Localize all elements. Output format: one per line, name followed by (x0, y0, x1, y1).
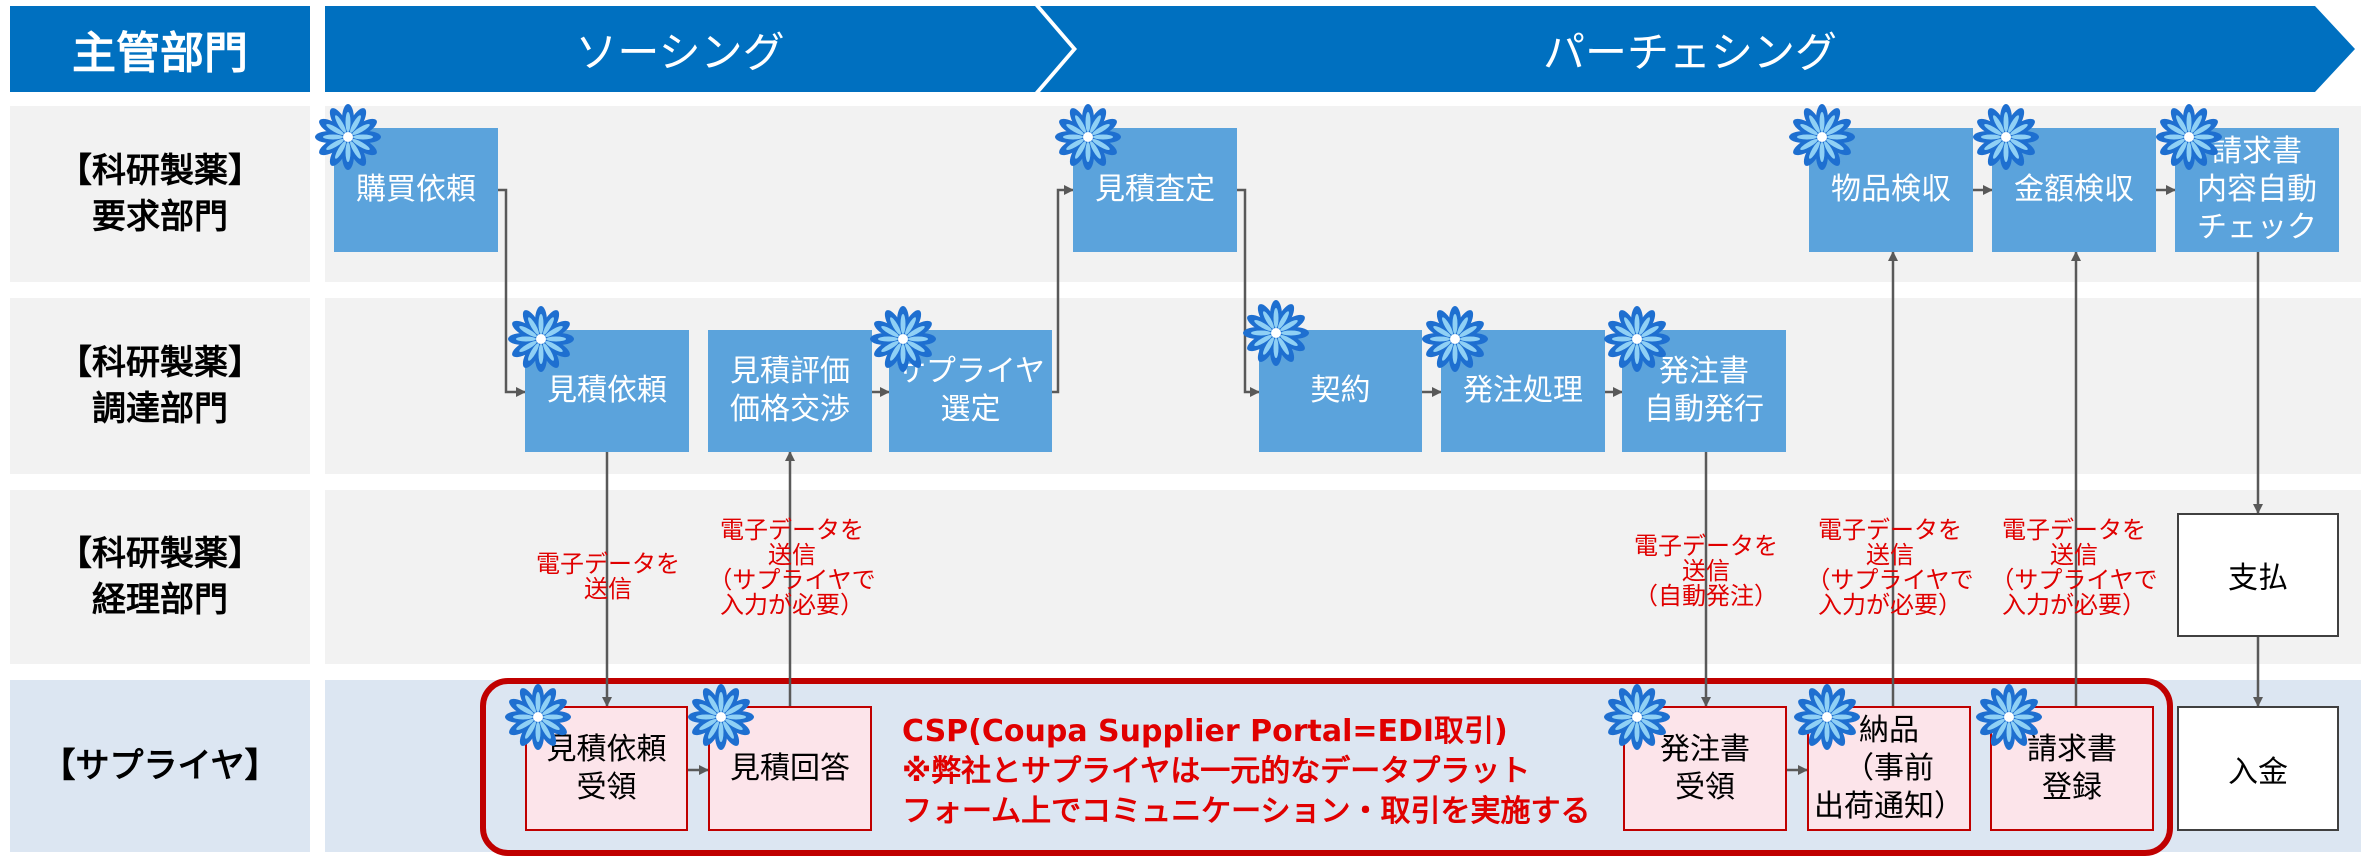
arrow-request-to-quote (498, 188, 526, 397)
blue-flower-icon (1243, 300, 1309, 366)
arrow-select-to-assess (1052, 185, 1074, 394)
sourcing-chevron (325, 6, 1072, 92)
blue-flower-icon (505, 684, 571, 750)
step-quote-answer: 見積回答 (708, 706, 872, 831)
csp-title: CSP(Coupa Supplier Portal=EDI取引) (902, 714, 1508, 749)
blue-flower-icon (508, 306, 574, 372)
lane-accounting (325, 490, 2361, 664)
blue-flower-icon (1055, 104, 1121, 170)
blue-flower-icon (1973, 104, 2039, 170)
step-payment: 支払 (2177, 513, 2339, 637)
lane-label-procurement: 【科研製薬】 調達部門 (10, 298, 310, 474)
blue-flower-icon (1422, 306, 1488, 372)
csp-frame (480, 678, 2173, 856)
blue-flower-icon (870, 306, 936, 372)
purchasing-chevron (1040, 6, 2355, 92)
note-send-answer: 電子データを 送信 （サプライヤで 入力が必要） (708, 516, 876, 619)
phase-purchasing: パーチェシング (1542, 27, 1837, 77)
lane-label-supplier: 【サプライヤ】 (10, 680, 310, 852)
blue-flower-icon (315, 104, 381, 170)
note-send-po: 電子データを 送信 （自動発注） (1634, 532, 1778, 610)
step-purchase-request: 購買依頼 (334, 128, 498, 252)
blue-flower-icon (1976, 684, 2042, 750)
csp-description: ※弊社とサプライヤは一元的なデータプラット フォーム上でコミュニケーション・取引… (902, 754, 1591, 829)
blue-flower-icon (1794, 684, 1860, 750)
header-dept: 主管部門 (10, 6, 310, 92)
step-order-process: 発注処理 (1441, 330, 1605, 452)
blue-flower-icon (1604, 306, 1670, 372)
blue-flower-icon (1604, 684, 1670, 750)
lane-label-request: 【科研製薬】 要求部門 (10, 106, 310, 282)
step-delivery: 納品 （事前 出荷通知） (1807, 706, 1971, 831)
blue-flower-icon (1789, 104, 1855, 170)
phase-chevrons (325, 6, 2355, 92)
step-receipt: 入金 (2177, 706, 2339, 831)
phase-sourcing: ソーシング (575, 27, 785, 77)
arrow-assess-to-contract (1237, 188, 1260, 397)
note-send-quote: 電子データを 送信 (536, 550, 680, 603)
step-quote-eval: 見積評価 価格交渉 (708, 330, 872, 452)
note-send-invoice: 電子データを 送信 （サプライヤで 入力が必要） (1990, 516, 2158, 619)
step-supplier-select: サプライヤ 選定 (889, 330, 1052, 452)
blue-flower-icon (688, 684, 754, 750)
blue-flower-icon (2156, 104, 2222, 170)
note-send-delivery: 電子データを 送信 （サプライヤで 入力が必要） (1806, 516, 1974, 619)
lane-label-accounting: 【科研製薬】 経理部門 (10, 490, 310, 664)
